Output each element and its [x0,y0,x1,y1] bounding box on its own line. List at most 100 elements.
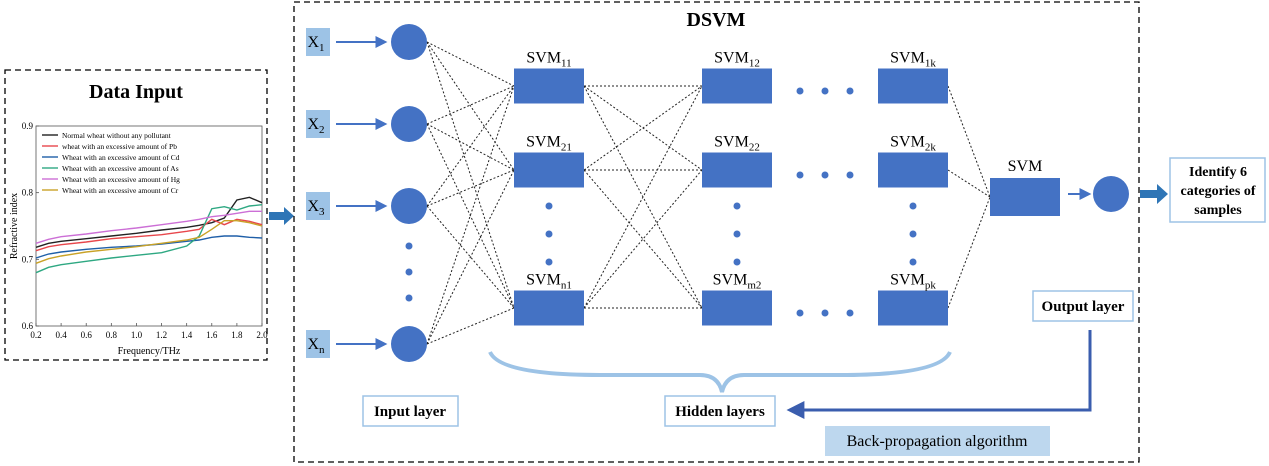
input-neuron [391,106,427,142]
x-tick-label: 1.0 [131,330,143,340]
input-neuron [391,326,427,362]
backprop-label: Back-propagation algorithm [847,433,1028,450]
ellipsis-dot [545,202,553,210]
result-line-1: Identify 6 [1189,165,1247,180]
legend-entry: wheat with an excessive amount of Pb [62,142,177,151]
input-feature-label: X3 [307,198,325,218]
backprop-box [825,426,1050,456]
x-tick-label: 1.2 [156,330,167,340]
series-line [35,204,263,274]
connection-line [426,123,515,171]
output-layer-box [1032,290,1134,322]
connection-line [583,169,703,309]
hidden-layers-box [664,395,776,427]
series-line [35,218,263,252]
input-neuron [391,188,427,224]
x-tick-label: 2.0 [256,330,268,340]
x-tick-label: 0.6 [81,330,93,340]
svm-node-label: SVM11 [526,50,571,70]
ellipsis-dot [405,242,413,250]
legend-entry: Wheat with an excessive amount of Hg [62,175,180,184]
result-box [1169,157,1266,223]
hidden-layers-label: Hidden layers [675,404,765,420]
ellipsis-dot [846,309,854,317]
data-input-panel [4,69,268,361]
connection-line [583,169,703,309]
svm-node [514,290,584,326]
ellipsis-dot [733,258,741,266]
ellipsis-dot [909,202,917,210]
connection-line [426,169,515,345]
svm-node-label: SVMpk [890,272,936,292]
connection-line [426,85,515,207]
legend-entry: Wheat with an excessive amount of Cr [62,186,179,195]
ellipsis-dot [733,230,741,238]
svm-node [702,68,772,104]
connection-line [426,41,515,87]
dsvm-title: DSVM [687,9,746,31]
connection-line [426,123,515,309]
svm-node [878,68,948,104]
input-feature-label: X1 [307,34,324,54]
y-tick-label: 0.6 [22,321,34,331]
ellipsis-dot [545,258,553,266]
dsvm-panel [293,1,1140,463]
connection-line [583,85,703,309]
x-tick-label: 0.4 [55,330,67,340]
connection-line [583,85,703,171]
connection-line [426,307,515,345]
ellipsis-dot [796,171,804,179]
result-line-2: categories of [1180,184,1255,199]
input-layer-box [362,395,459,427]
input-feature-label: Xn [307,336,325,356]
x-axis-label: Frequency/THz [118,346,181,357]
connection-line [426,41,515,171]
ellipsis-dot [909,258,917,266]
connection-line [947,196,991,309]
x-tick-label: 1.4 [181,330,193,340]
svm-node [878,152,948,188]
svm-node-label: SVM1k [890,50,936,70]
y-axis-label: Refractive index [9,193,20,259]
backprop-arrow [786,330,1092,419]
ellipsis-dot [846,87,854,95]
result-arrow-icon [1140,184,1168,204]
svm-node-label: SVM2k [890,134,936,154]
legend-entry: Wheat with an excessive amount of Cd [62,153,180,162]
svm-node-label: SVMn1 [526,272,572,292]
svm-node-label: SVMm2 [713,272,762,292]
refractive-index-chart: 0.2 0.4 0.6 0.8 1.0 1.2 1.4 1.6 1.8 2.0 0.6 0.7 0.8 0… [9,121,268,357]
ellipsis-dot [796,87,804,95]
y-tick-label: 0.8 [22,188,34,198]
data-flow-arrow-icon [269,207,294,225]
x-tick-label: 0.8 [106,330,118,340]
x-tick-label: 1.8 [231,330,243,340]
connection-line [947,169,991,198]
x-tick-label: 1.6 [206,330,218,340]
connection-line [426,41,515,309]
final-svm-label: SVM [1008,158,1043,175]
svm-node-label: SVM12 [714,50,760,70]
series-line [35,196,263,248]
hidden-layers-brace [488,350,952,393]
connection-line [426,85,515,345]
final-svm-node [990,178,1060,216]
y-tick-label: 0.7 [22,254,34,264]
series-line [35,210,262,244]
y-tick-label: 0.9 [22,121,34,131]
svm-node-label: SVM22 [714,134,760,154]
ellipsis-dot [796,309,804,317]
legend-entry: Normal wheat without any pollutant [62,131,172,140]
output-layer-label: Output layer [1042,299,1125,315]
input-feature-label: X2 [307,116,324,136]
svm-node [702,152,772,188]
input-feature-box [306,110,330,138]
network-nodes: X1X2X3XnSVM11SVM21SVMn1SVM12SVM22SVMm2SV… [306,24,1129,362]
svm-node [514,68,584,104]
ellipsis-dot [821,309,829,317]
x-tick-label: 0.2 [30,330,41,340]
ellipsis-dot [846,171,854,179]
ellipsis-dot [821,87,829,95]
result-line-3: samples [1194,203,1242,218]
